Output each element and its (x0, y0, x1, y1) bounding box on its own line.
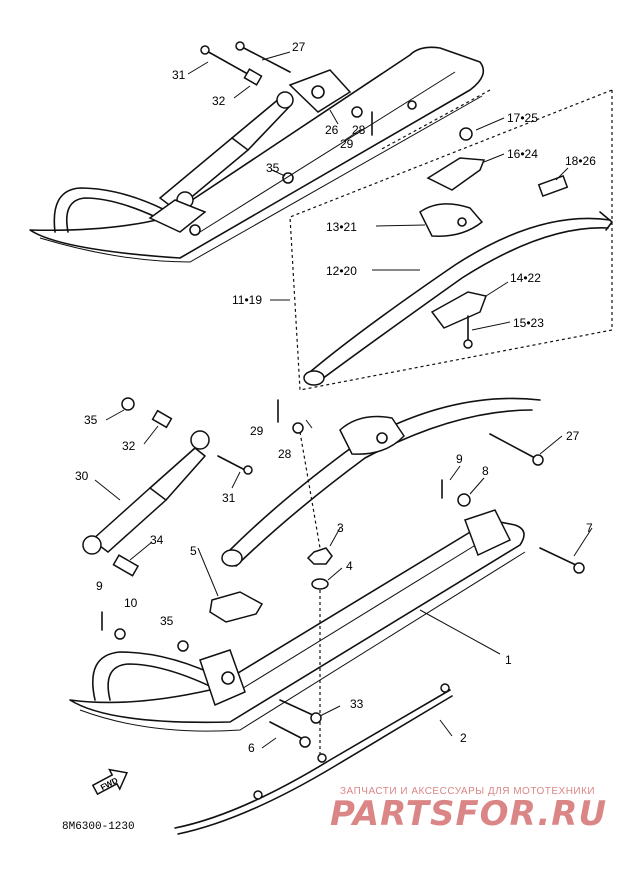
callout-29-upper: 29 (340, 137, 354, 151)
drawing-code: 8M6300-1230 (62, 821, 135, 833)
upper-dashed-leader (379, 89, 491, 151)
callout-35-lower: 35 (84, 413, 98, 427)
callout-35-upper: 35 (266, 161, 280, 175)
fwd-arrow-icon: FWD (91, 768, 129, 796)
watermark-tagline: ЗАПЧАСТИ И АКСЕССУАРЫ ДЛЯ МОТОТЕХНИКИ (340, 786, 595, 797)
callout-7: 7 (586, 521, 593, 535)
callout-31-upper: 31 (172, 68, 186, 82)
callouts-lower: 35 32 29 28 27 30 31 9 8 3 4 7 34 5 9 10… (75, 413, 593, 755)
callout-13-21: 13•21 (326, 220, 357, 234)
watermark-logo: PARTSFOR.RU (330, 794, 607, 834)
callout-4: 4 (346, 559, 353, 573)
callout-28-lower: 28 (278, 447, 292, 461)
callout-1: 1 (505, 653, 512, 667)
callout-2: 2 (460, 731, 467, 745)
callout-30: 30 (75, 469, 89, 483)
callout-32-lower: 32 (122, 439, 136, 453)
callout-9-left: 9 (96, 579, 103, 593)
upper-ski-assembly (29, 41, 485, 263)
callouts-upper: 27 31 32 26 28 29 35 17•25 16•24 18•26 1… (172, 40, 596, 330)
callout-5: 5 (190, 544, 197, 558)
leaf-spring-group (289, 89, 613, 391)
callout-8: 8 (482, 464, 489, 478)
callout-17-25: 17•25 (507, 111, 538, 125)
watermark: ЗАПЧАСТИ И АКСЕССУАРЫ ДЛЯ МОТОТЕХНИКИ PA… (330, 786, 607, 834)
callout-12-20: 12•20 (326, 264, 357, 278)
callout-15-23: 15•23 (513, 316, 544, 330)
callout-27-upper: 27 (292, 40, 306, 54)
callout-29-lower: 29 (250, 424, 264, 438)
callout-33: 33 (350, 697, 364, 711)
callout-27-lower: 27 (566, 429, 580, 443)
callout-9-right: 9 (456, 452, 463, 466)
callout-11-19: 11•19 (232, 293, 262, 307)
callout-28-upper: 28 (352, 123, 366, 137)
callout-16-24: 16•24 (507, 147, 538, 161)
callout-31-lower: 31 (222, 491, 236, 505)
callout-18-26: 18•26 (565, 154, 596, 168)
callout-35-ski: 35 (160, 614, 174, 628)
callout-34: 34 (150, 533, 164, 547)
callout-32-upper: 32 (212, 94, 226, 108)
leader-lines (94, 51, 593, 749)
callout-10: 10 (124, 596, 138, 610)
lower-ski-assembly (69, 397, 585, 835)
callout-3: 3 (337, 521, 344, 535)
callout-26: 26 (325, 123, 339, 137)
callout-14-22: 14•22 (510, 271, 541, 285)
callout-6: 6 (248, 741, 255, 755)
